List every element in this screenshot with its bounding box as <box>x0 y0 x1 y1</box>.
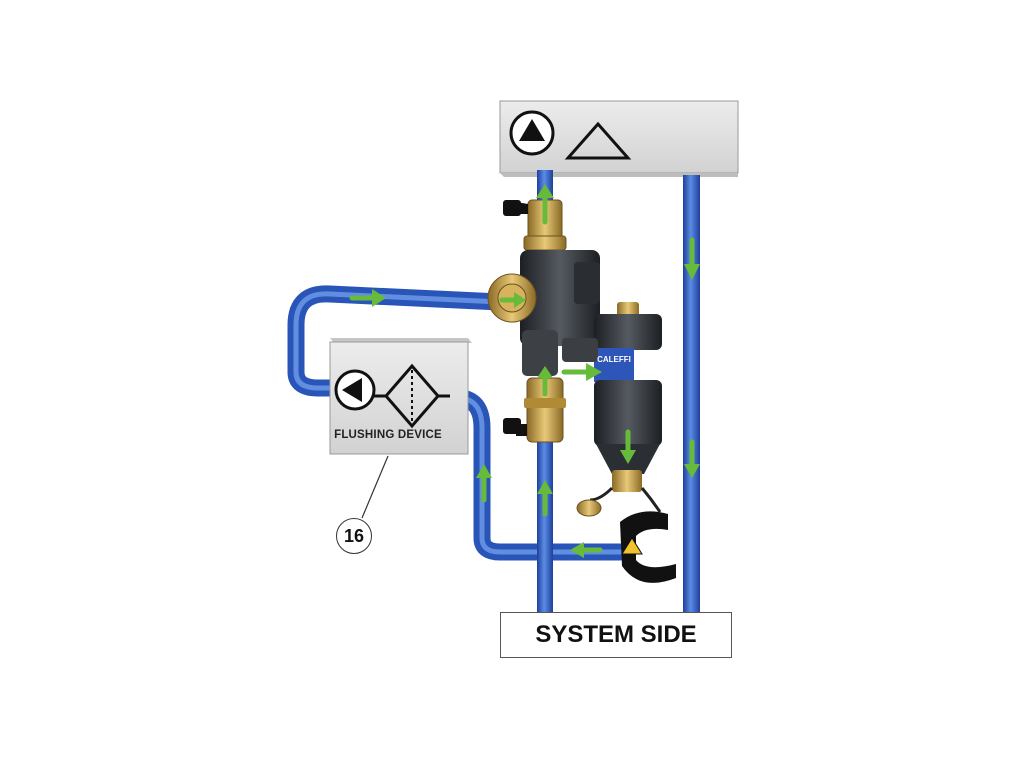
flow-arrow-down-icon <box>620 429 636 464</box>
flow-arrow-up-icon <box>476 464 492 503</box>
flow-arrow-right-icon <box>349 289 386 307</box>
pump-symbol-icon <box>509 110 555 156</box>
flow-arrow-up-icon <box>537 480 553 517</box>
lower-ball-valve[interactable] <box>503 377 566 443</box>
callout-number: 16 <box>336 518 372 554</box>
dirt-separator <box>562 302 662 492</box>
flushing-device <box>329 338 472 455</box>
flow-arrow-left-icon <box>570 542 603 558</box>
flow-arrow-right-icon <box>499 292 526 308</box>
magnet-key <box>620 511 676 583</box>
pump-left-icon <box>334 369 376 411</box>
brand-label: CALEFFI <box>597 355 631 364</box>
filter-diamond-icon <box>374 363 450 429</box>
flow-arrow-up-icon <box>536 184 554 225</box>
drain-fitting <box>576 486 662 517</box>
flow-arrow-up-icon <box>537 366 553 397</box>
flow-arrows <box>349 184 700 558</box>
upper-ball-valve[interactable] <box>503 199 567 251</box>
central-fitting <box>487 250 600 376</box>
flow-arrow-down-icon <box>684 439 700 478</box>
flushing-device-label: FLUSHING DEVICE <box>334 429 442 441</box>
boiler-unit <box>499 100 739 177</box>
heat-triangle-icon <box>564 121 632 160</box>
callout-leader-line <box>361 455 389 519</box>
flow-arrow-right-icon <box>561 363 602 381</box>
flow-pipe-lower <box>537 440 553 612</box>
return-pipe <box>683 175 700 612</box>
system-side-label: SYSTEM SIDE <box>500 612 732 658</box>
flow-arrow-down-icon <box>684 237 700 280</box>
